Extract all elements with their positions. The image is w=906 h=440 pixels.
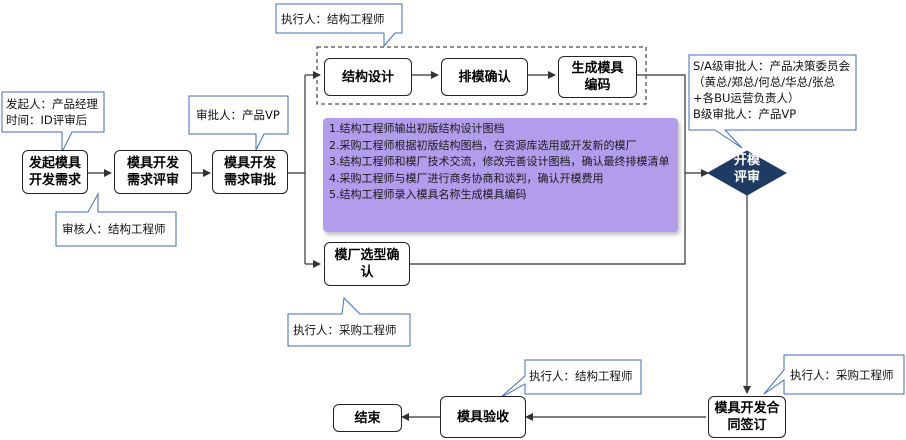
- note-item: 4.采购工程师与模厂进行商务协商和谈判，确认开模费用: [329, 171, 604, 185]
- process-notes: 1.结构工程师输出初版结构设计图档 2.采购工程师根据初版结构图档，在资源库选用…: [323, 118, 678, 232]
- node-demand-approval[interactable]: 模具开发 需求审批: [212, 150, 288, 194]
- open-review-diamond: [706, 150, 788, 196]
- callout-initiator: [1, 91, 105, 153]
- note-item: 2.采购工程师根据初版结构图档，在资源库选用或开发新的模厂: [329, 138, 637, 152]
- node-demand-review[interactable]: 模具开发 需求评审: [114, 150, 192, 194]
- node-layout-confirm[interactable]: 排模确认: [441, 58, 528, 96]
- initiator-callout-text: 发起人：产品经理 时间：ID评审后: [6, 97, 98, 127]
- node-contract-signing[interactable]: 模具开发合 同签订: [708, 396, 786, 438]
- note-item: 5.结构工程师录入模具名称生成模具编码: [329, 188, 527, 201]
- callout-exec-purchase-mid: [287, 296, 411, 347]
- node-start-demand[interactable]: 发起模具 开发需求: [22, 150, 88, 194]
- callout-approver: [188, 95, 289, 151]
- note-item: 3.结构工程师和模厂技术交流，修改完善设计图档，确认最终排模清单: [329, 155, 670, 168]
- node-end[interactable]: 结束: [333, 404, 402, 432]
- node-structure-design[interactable]: 结构设计: [324, 58, 412, 96]
- callout-exec-struct-top: [275, 3, 403, 48]
- callout-reviewer: [55, 192, 177, 247]
- node-factory-selection[interactable]: 模厂选型确 认: [324, 242, 410, 286]
- open-review-label[interactable]: 开模 评审: [733, 153, 760, 185]
- approver-callout-text: 审批人：产品VP: [196, 108, 280, 122]
- callout-open-review: [688, 54, 857, 149]
- callout-shapes: [1, 3, 905, 399]
- callout-exec-purchase-contract: [763, 354, 905, 395]
- open-review-approvers-callout-text: S/A级审批人：产品决策委员会（黄总/郑总/何总/华总/张总+各BU运营负责人）…: [693, 59, 851, 121]
- exec-struct-accept-callout-text: 执行人：结构工程师: [529, 369, 633, 383]
- node-mold-acceptance[interactable]: 模具验收: [440, 396, 526, 438]
- node-generate-code[interactable]: 生成模具 编码: [558, 56, 637, 98]
- callout-exec-struct-accept: [499, 359, 642, 399]
- note-item: 1.结构工程师输出初版结构设计图档: [329, 122, 505, 135]
- exec-purchase-contract-callout-text: 执行人：采购工程师: [790, 368, 894, 382]
- exec-struct-top-callout-text: 执行人：结构工程师: [281, 12, 385, 26]
- reviewer-callout-text: 审核人：结构工程师: [62, 222, 166, 236]
- exec-purchase-mid-callout-text: 执行人：采购工程师: [293, 323, 397, 337]
